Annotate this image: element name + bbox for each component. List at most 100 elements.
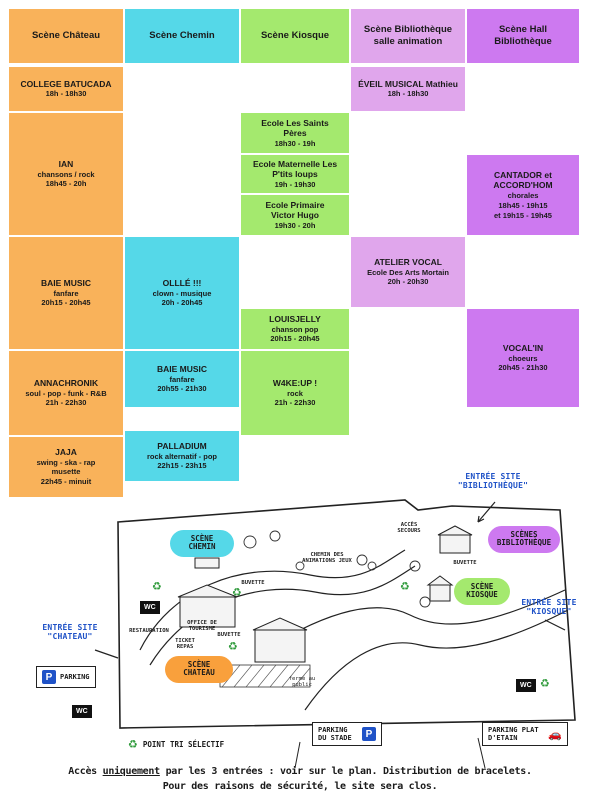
event-time: 20h45 - 21h30: [498, 363, 548, 373]
notice-emphasis: uniquement: [102, 766, 161, 777]
event-genre: choeurs: [508, 353, 538, 363]
schedule-grid: Scène Château Scène Chemin Scène Kiosque…: [8, 8, 580, 498]
event-title: Ecole Maternelle Les P'tits loups: [252, 158, 338, 180]
event-time: 19h30 - 20h: [274, 220, 316, 230]
parking-plat-label: PARKING PLAT D'ETAIN: [488, 726, 539, 743]
event-time: 20h - 20h30: [387, 277, 429, 287]
event-vocalin: VOCAL'IN choeurs 20h45 - 21h30: [466, 308, 580, 408]
wc-icon: WC: [516, 679, 536, 692]
event-annachronik: ANNACHRONIK soul - pop - funk - R&B 21h …: [8, 350, 124, 436]
event-atelier-vocal: ATELIER VOCAL Ecole Des Arts Mortain 20h…: [350, 236, 466, 308]
event-cantador-accordhom: CANTADOR et ACCORD'HOM chorales 18h45 - …: [466, 154, 580, 236]
entrance-chateau-label: ENTRÉE SITE "CHATEAU": [42, 623, 98, 642]
event-palladium: PALLADIUM rock alternatif - pop 22h15 - …: [124, 430, 240, 482]
parking-stade: PARKING DU STADE P: [312, 722, 382, 747]
site-map: ENTRÉE SITE "BIBLIOTHÈQUE" ENTRÉE SITE "…: [0, 470, 600, 770]
header-label: Scène Château: [31, 30, 101, 42]
notice-suffix: par les 3 entrées : voir sur le plan. Di…: [159, 766, 532, 777]
event-title: IAN: [58, 158, 74, 169]
event-baie-music-chemin: BAIE MUSIC fanfare 20h55 - 21h30: [124, 350, 240, 408]
event-time: 20h15 - 20h45: [41, 298, 91, 308]
event-time: 22h15 - 23h15: [157, 461, 207, 471]
event-time: 21h - 22h30: [45, 398, 87, 408]
header-label: Scène Hall Bibliothèque: [494, 24, 552, 47]
event-title: Ecole Les Saints Pères: [261, 117, 329, 139]
event-time: 20h15 - 20h45: [270, 334, 320, 344]
notice-prefix: Accès: [68, 766, 103, 777]
header-scene-chemin: Scène Chemin: [124, 8, 240, 64]
header-label: Scène Chemin: [149, 30, 215, 42]
event-title: JAJA: [55, 447, 77, 458]
parking-chateau: P PARKING: [36, 666, 96, 688]
event-genre: chorales: [507, 191, 539, 200]
recycle-icon: ♻: [228, 641, 238, 653]
event-genre: Ecole Des Arts Mortain: [367, 267, 449, 277]
event-ecole-maternelle: Ecole Maternelle Les P'tits loups 19h - …: [240, 154, 350, 194]
entrance-kiosque-label: ENTRÉE SITE "KIOSQUE": [521, 598, 577, 617]
event-title: CANTADOR et ACCORD'HOM: [493, 169, 553, 191]
event-genre: fanfare: [169, 374, 195, 384]
tri-selectif-legend: ♻ POINT TRI SÉLECTIF: [128, 738, 224, 751]
event-time: 19h - 19h30: [274, 179, 316, 189]
event-title: OLLLÉ !!!: [162, 277, 202, 288]
event-genre: swing - ska - rap musette: [36, 457, 96, 477]
header-scene-hall: Scène Hall Bibliothèque: [466, 8, 580, 64]
event-time: 20h55 - 21h30: [157, 384, 207, 394]
point-tri-label: POINT TRI SÉLECTIF: [142, 740, 225, 749]
office-tourisme-label: OFFICE DE TOURISME: [187, 620, 217, 633]
event-olle: OLLLÉ !!! clown - musique 20h - 20h45: [124, 236, 240, 350]
parking-stade-label: PARKING DU STADE: [318, 726, 352, 743]
parking-icon: P: [42, 670, 56, 684]
recycle-icon: ♻: [128, 739, 138, 751]
event-college-batucada: COLLEGE BATUCADA 18h - 18h30: [8, 66, 124, 112]
event-time: 22h45 - minuit: [40, 477, 92, 487]
map-scene-chemin-tag: SCÈNE CHEMIN: [170, 530, 234, 557]
event-time: 18h45 - 19h15: [498, 200, 548, 210]
event-title: Ecole Primaire Victor Hugo: [265, 199, 325, 221]
site-map-drawing: [94, 499, 576, 769]
recycle-icon: ♻: [400, 581, 410, 593]
event-time: 21h - 22h30: [274, 398, 316, 408]
event-title: LOUISJELLY: [269, 313, 321, 324]
access-notice: Accès uniquement par les 3 entrées : voi…: [0, 764, 600, 794]
header-label: Scène Bibliothèque salle animation: [363, 24, 453, 47]
ferme-au-public-label: fermé au public: [288, 676, 316, 689]
event-title: ÉVEIL MUSICAL Mathieu: [358, 78, 458, 89]
notice-line-2: Pour des raisons de sécurité, le site se…: [162, 781, 438, 792]
event-eveil-musical: ÉVEIL MUSICAL Mathieu 18h - 18h30: [350, 66, 466, 112]
event-title: PALLADIUM: [157, 440, 207, 451]
buvette-kiosque-label: BUVETTE: [453, 560, 477, 566]
restauration-label: RESTAURATION: [129, 628, 169, 634]
recycle-icon: ♻: [232, 587, 242, 599]
map-scene-bibliotheque-tag: SCÈNES BIBLIOTHÈQUE: [488, 526, 560, 553]
event-title: ATELIER VOCAL: [374, 256, 442, 267]
event-ecole-saints-peres: Ecole Les Saints Pères 18h30 - 19h: [240, 112, 350, 154]
event-genre: fanfare: [53, 288, 79, 298]
event-time: 18h45 - 20h: [45, 179, 87, 189]
wc-icon: WC: [140, 601, 160, 614]
event-baie-music-chateau: BAIE MUSIC fanfare 20h15 - 20h45: [8, 236, 124, 350]
event-title: W4KE:UP !: [272, 377, 318, 388]
event-title: VOCAL'IN: [502, 342, 544, 353]
event-title: BAIE MUSIC: [156, 363, 208, 374]
event-genre: clown - musique: [152, 288, 212, 298]
buvette-chateau-label: BUVETTE: [217, 632, 241, 638]
event-time: 18h - 18h30: [45, 89, 87, 99]
entrance-bibliotheque-label: ENTRÉE SITE "BIBLIOTHÈQUE": [457, 472, 529, 491]
event-louisjelly: LOUISJELLY chanson pop 20h15 - 20h45: [240, 308, 350, 350]
notice-line-1: Accès uniquement par les 3 entrées : voi…: [0, 764, 600, 779]
event-title: ANNACHRONIK: [33, 377, 99, 388]
buvette-chemin-label: BUVETTE: [241, 580, 265, 586]
parking-icon: P: [362, 727, 376, 742]
event-genre: soul - pop - funk - R&B: [25, 388, 107, 398]
event-ian: IAN chansons / rock 18h45 - 20h: [8, 112, 124, 236]
wc-icon: WC: [72, 705, 92, 718]
event-genre: rock: [287, 388, 303, 398]
recycle-icon: ♻: [152, 581, 162, 593]
event-time-second: et 19h15 - 19h45: [494, 210, 552, 220]
event-time: 18h - 18h30: [387, 89, 429, 99]
header-scene-bibliotheque: Scène Bibliothèque salle animation: [350, 8, 466, 64]
header-scene-kiosque: Scène Kiosque: [240, 8, 350, 64]
car-icon: 🚗: [548, 728, 562, 741]
event-jaja: JAJA swing - ska - rap musette 22h45 - m…: [8, 436, 124, 498]
